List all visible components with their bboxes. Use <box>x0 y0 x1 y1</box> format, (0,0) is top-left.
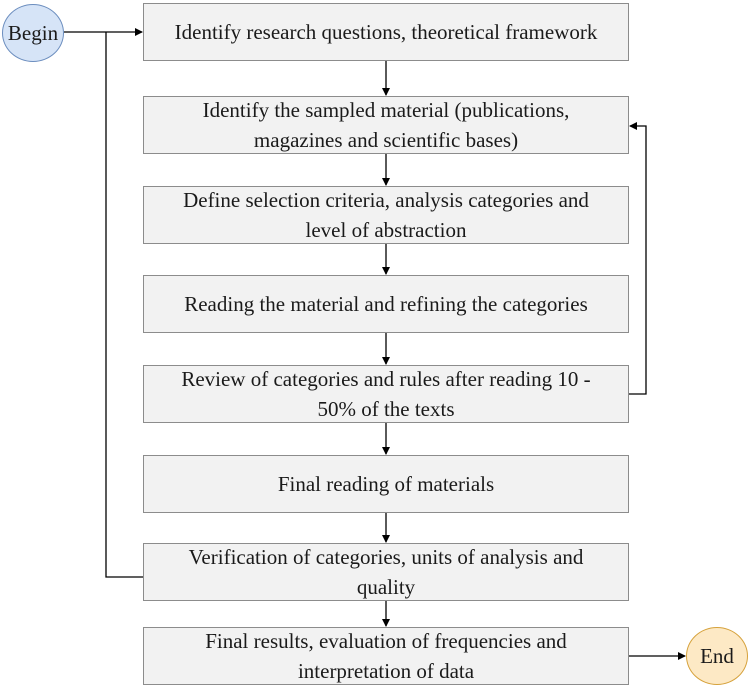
feedback-step5-to-step2 <box>629 122 647 395</box>
step-text-line: Review of categories and rules after rea… <box>181 367 591 391</box>
step-text-line: level of abstraction <box>305 218 467 242</box>
end-label: End <box>700 643 734 668</box>
step-reading-material: Reading the material and refining the ca… <box>143 275 629 333</box>
step-text-line: Identify the sampled material (publicati… <box>202 98 570 122</box>
begin-node: Begin <box>2 4 64 62</box>
step-text-line: 50% of the texts <box>317 397 455 421</box>
step-review-categories: Review of categories and rules after rea… <box>143 365 629 423</box>
step-final-results: Final results, evaluation of frequencies… <box>143 627 629 685</box>
step-identify-sampled-material: Identify the sampled material (publicati… <box>143 96 629 154</box>
step-text-line: Final results, evaluation of frequencies… <box>205 629 567 653</box>
begin-label: Begin <box>7 20 59 45</box>
step-text-line: Final reading of materials <box>277 472 495 496</box>
step-text-line: interpretation of data <box>297 659 475 683</box>
step-text-line: Verification of categories, units of ana… <box>188 545 584 569</box>
step-text-line: magazines and scientific bases) <box>253 128 519 152</box>
step-define-selection-criteria: Define selection criteria, analysis cate… <box>143 186 629 244</box>
step-identify-research-questions: Identify research questions, theoretical… <box>143 3 629 61</box>
step-verification: Verification of categories, units of ana… <box>143 543 629 601</box>
end-node: End <box>686 627 748 685</box>
step-final-reading: Final reading of materials <box>143 455 629 513</box>
step-text-line: quality <box>356 575 416 599</box>
feedback-step7-to-step1 <box>105 32 143 578</box>
step-text-line: Define selection criteria, analysis cate… <box>183 188 589 212</box>
step-text-line: Identify research questions, theoretical… <box>174 20 598 44</box>
step-text-line: Reading the material and refining the ca… <box>184 292 588 316</box>
